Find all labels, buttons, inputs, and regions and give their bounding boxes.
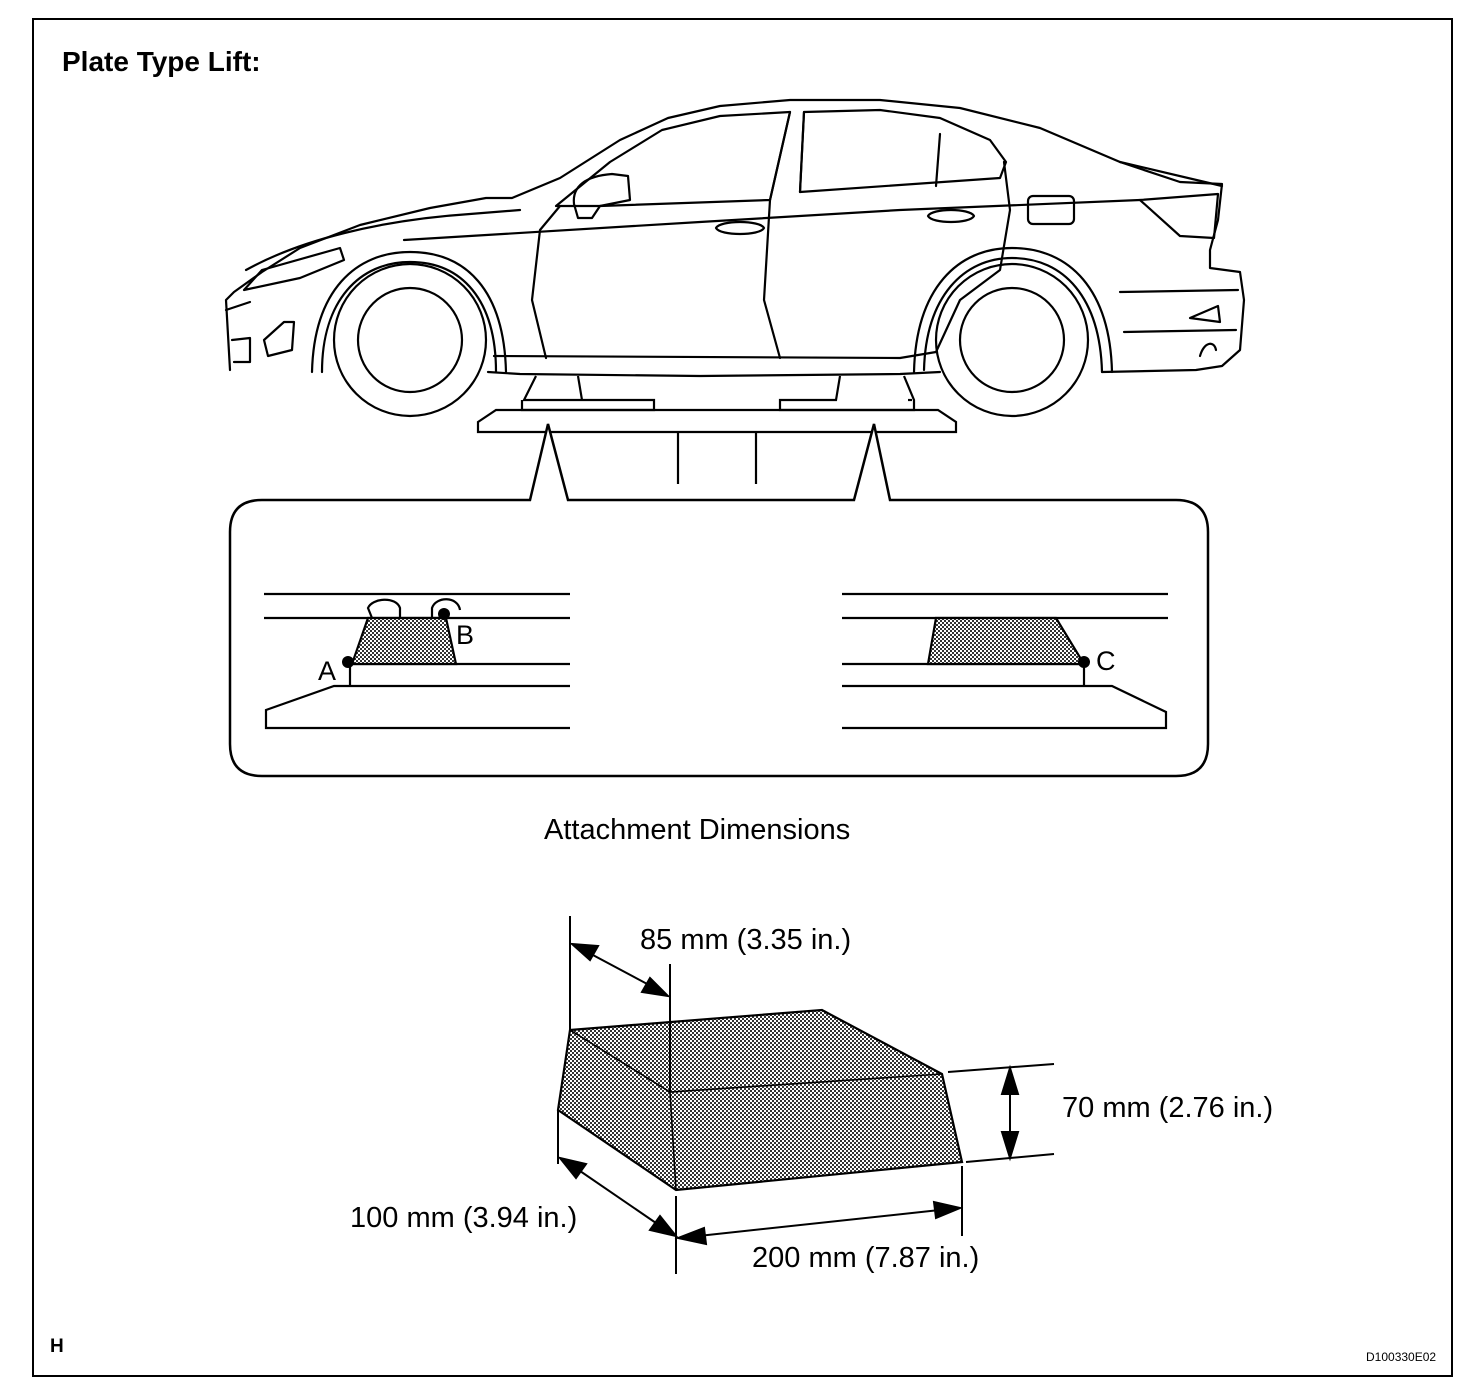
point-a-label: A — [318, 656, 337, 686]
vehicle-side-view — [224, 98, 1246, 418]
detail-callout — [228, 423, 1210, 778]
point-b-marker — [438, 608, 450, 620]
point-c-label: C — [1096, 646, 1116, 676]
attachment-block — [556, 1008, 964, 1192]
dimension-70mm-label: 70 mm (2.76 in.) — [1062, 1092, 1274, 1124]
figure-code: D100330E02 — [1366, 1350, 1437, 1364]
corner-mark: H — [50, 1336, 64, 1357]
attachment-dimensions-heading: Attachment Dimensions — [544, 814, 851, 846]
figure-frame — [32, 18, 1453, 1377]
detail-left — [264, 592, 570, 730]
dimension-85mm-label: 85 mm (3.35 in.) — [640, 924, 852, 956]
dimension-200mm-label: 200 mm (7.87 in.) — [752, 1242, 980, 1274]
plate-lift — [476, 375, 958, 484]
point-a-marker — [342, 656, 354, 668]
dimension-100mm-label: 100 mm (3.94 in.) — [350, 1202, 578, 1234]
diagram-title: Plate Type Lift: — [62, 46, 261, 77]
point-c-marker — [1078, 656, 1090, 668]
point-b-label: B — [456, 620, 475, 650]
detail-right — [842, 592, 1168, 730]
dimension-lines — [557, 916, 1055, 1274]
